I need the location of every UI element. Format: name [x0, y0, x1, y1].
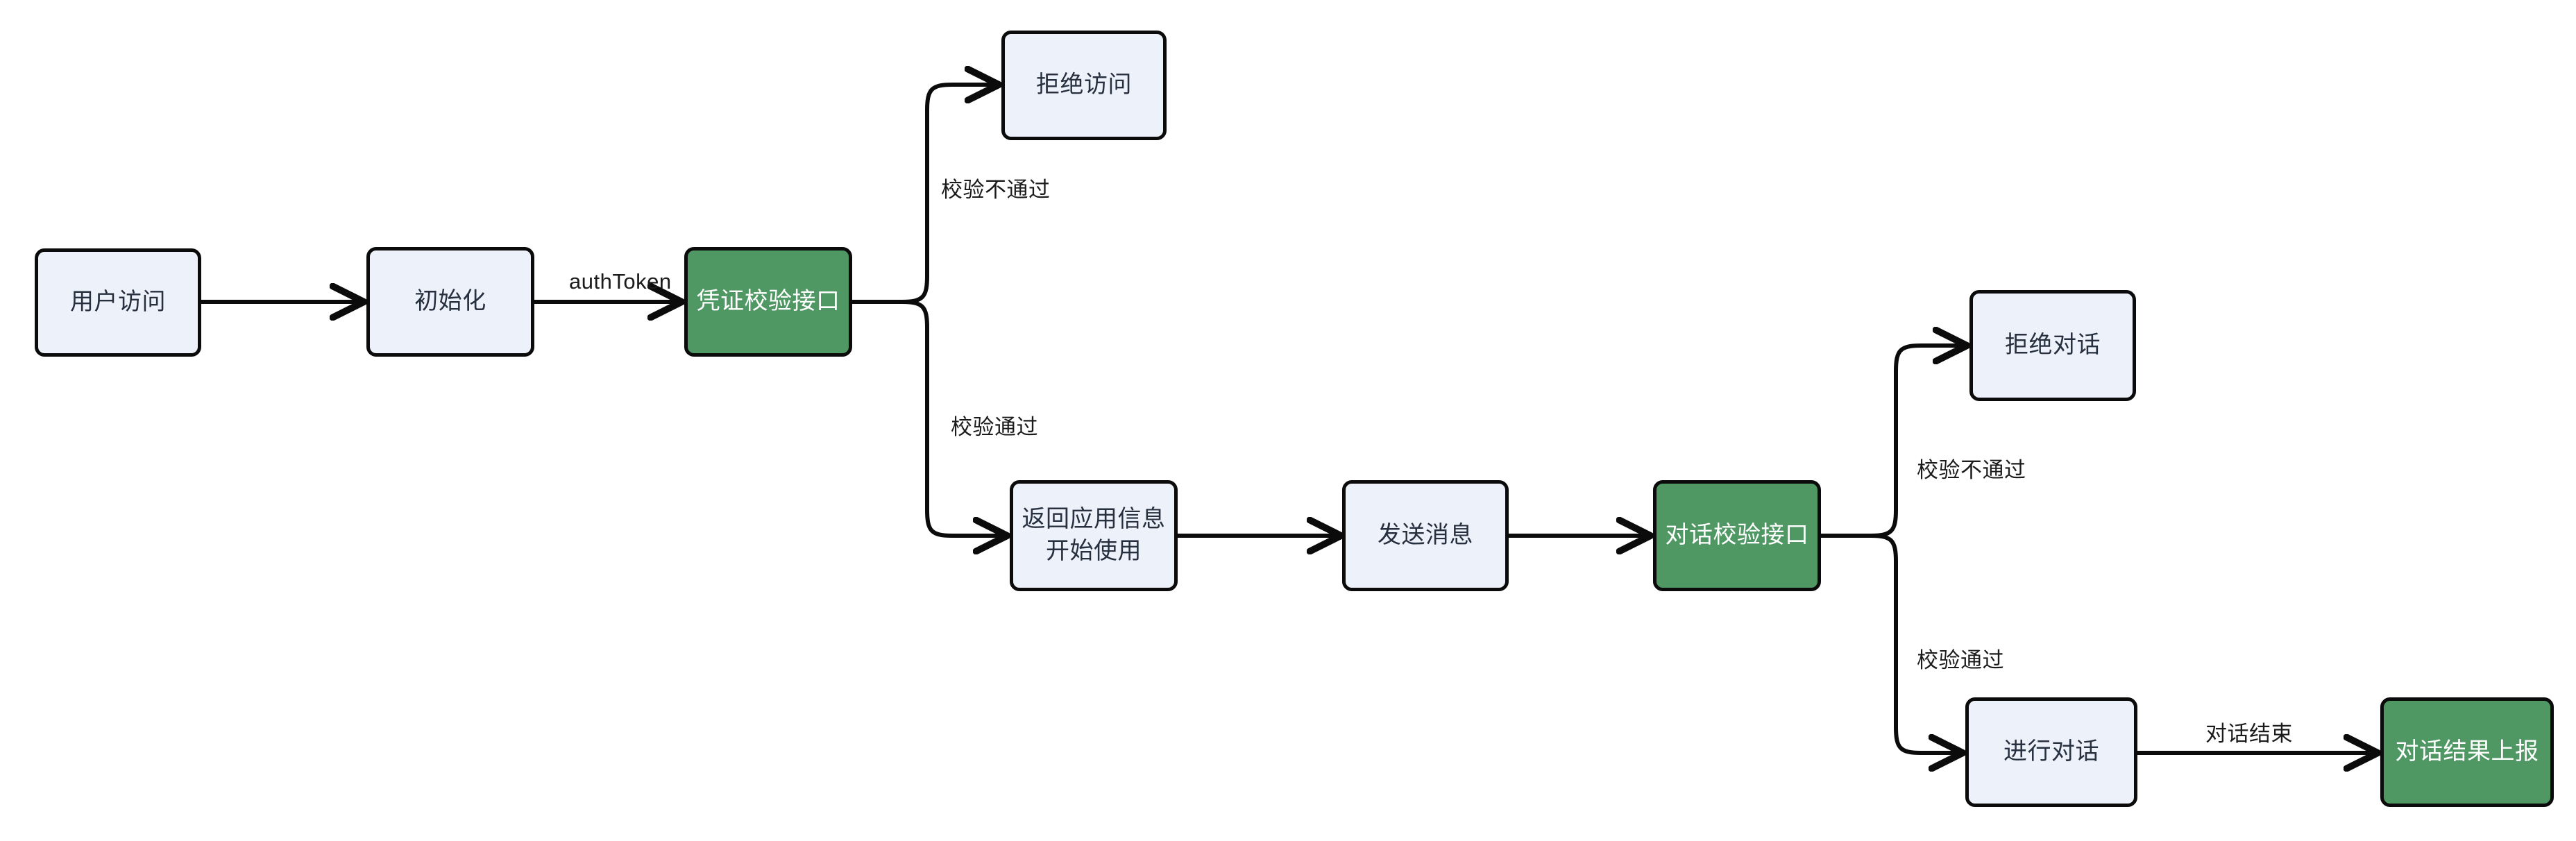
node-do-chat-label: 进行对话 — [2003, 738, 2099, 765]
node-return-app-info-label: 返回应用信息 开始使用 — [1022, 506, 1166, 564]
edge-label-chat-pass: 校验通过 — [1917, 648, 2004, 672]
edge-label-auth-token: authToken — [569, 269, 672, 294]
node-chat-verify-api-label: 对话校验接口 — [1665, 522, 1809, 549]
edge-cred-fail-to-deny-access — [901, 85, 996, 304]
node-user-access-label: 用户访问 — [70, 289, 166, 316]
node-deny-access-label: 拒绝访问 — [1036, 71, 1132, 99]
edge-chat-pass-to-do-chat — [1870, 534, 1960, 753]
node-user-access[interactable]: 用户访问 — [35, 248, 201, 357]
edge-chat-fail-to-deny-chat — [1870, 346, 1964, 538]
edge-label-chat-fail: 校验不通过 — [1917, 458, 2026, 482]
node-cred-verify-api[interactable]: 凭证校验接口 — [684, 247, 852, 357]
node-init-label: 初始化 — [414, 288, 486, 315]
node-return-app-info[interactable]: 返回应用信息 开始使用 — [1010, 480, 1178, 591]
edge-label-cred-pass: 校验通过 — [951, 415, 1038, 439]
node-init[interactable]: 初始化 — [366, 247, 534, 357]
edge-label-cred-fail: 校验不通过 — [941, 178, 1051, 202]
node-deny-chat-label: 拒绝对话 — [2005, 332, 2101, 359]
edge-cred-pass-to-return-app-info — [901, 300, 1004, 536]
node-send-message[interactable]: 发送消息 — [1342, 480, 1509, 591]
node-cred-verify-api-label: 凭证校验接口 — [696, 288, 840, 315]
node-report-result[interactable]: 对话结果上报 — [2380, 697, 2554, 807]
edge-label-chat-end: 对话结束 — [2205, 722, 2293, 746]
node-deny-access[interactable]: 拒绝访问 — [1001, 31, 1167, 140]
node-do-chat[interactable]: 进行对话 — [1965, 697, 2137, 807]
node-send-message-label: 发送消息 — [1378, 522, 1473, 549]
node-deny-chat[interactable]: 拒绝对话 — [1969, 290, 2136, 401]
node-report-result-label: 对话结果上报 — [2395, 738, 2539, 765]
node-chat-verify-api[interactable]: 对话校验接口 — [1653, 480, 1821, 591]
